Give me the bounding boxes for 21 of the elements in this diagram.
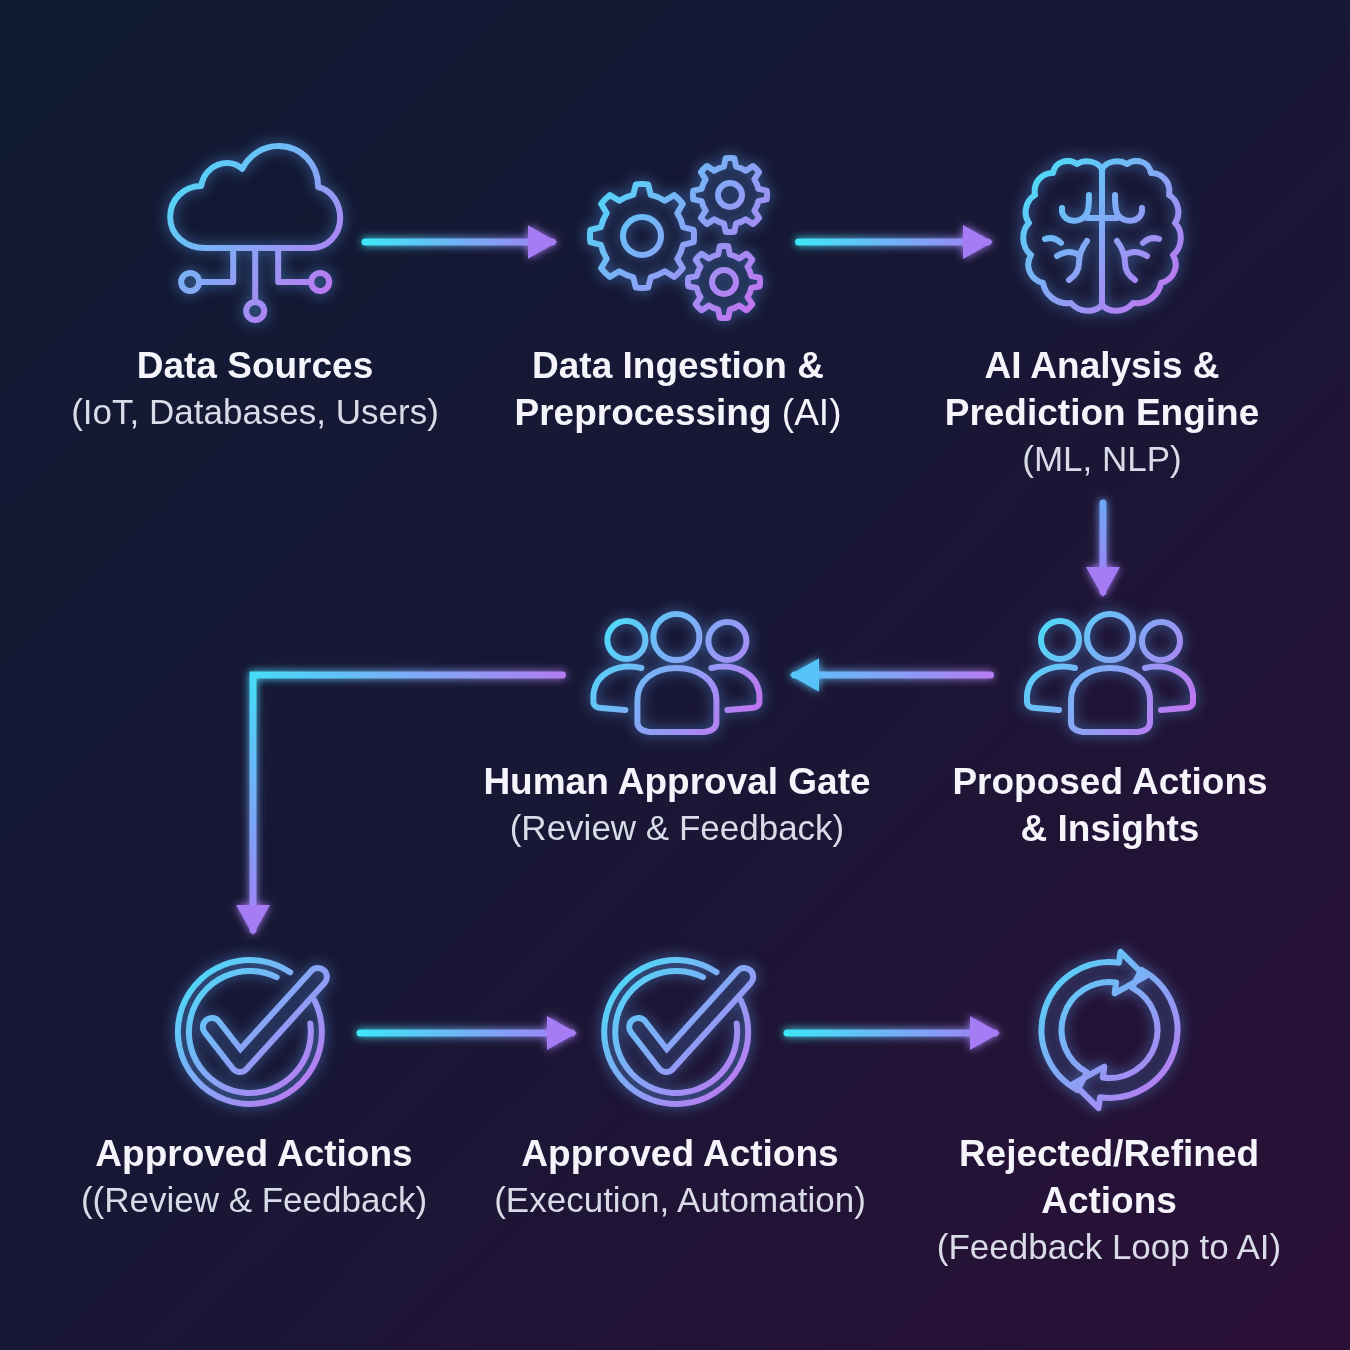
node-title: Approved Actions (95, 1132, 413, 1176)
node-title: Data Sources (136, 344, 374, 388)
node-title: Proposed Actions & Insights (951, 760, 1269, 851)
node-subtitle: (ML, NLP) (1022, 438, 1182, 480)
node-title: Rejected/Refined Actions (957, 1132, 1261, 1223)
arrow (789, 658, 994, 692)
elbow-arrow (236, 671, 566, 935)
node-title: Data Ingestion & Preprocessing (AI) (513, 344, 843, 435)
node-subtitle: (Execution, Automation) (494, 1179, 866, 1221)
node-subtitle: ((Review & Feedback) (80, 1179, 428, 1221)
arrow (361, 225, 558, 259)
node-subtitle: (Review & Feedback) (509, 807, 845, 849)
node-subtitle: (IoT, Databases, Users) (71, 391, 439, 433)
node-title: Approved Actions (521, 1132, 839, 1176)
node-title: Human Approval Gate (483, 760, 871, 804)
arrow (783, 1016, 1000, 1050)
node-subtitle: (Feedback Loop to AI) (936, 1226, 1282, 1268)
arrow (356, 1016, 577, 1050)
node-title: AI Analysis & Prediction Engine (943, 344, 1261, 435)
arrow (1086, 499, 1120, 597)
arrow (795, 225, 993, 259)
